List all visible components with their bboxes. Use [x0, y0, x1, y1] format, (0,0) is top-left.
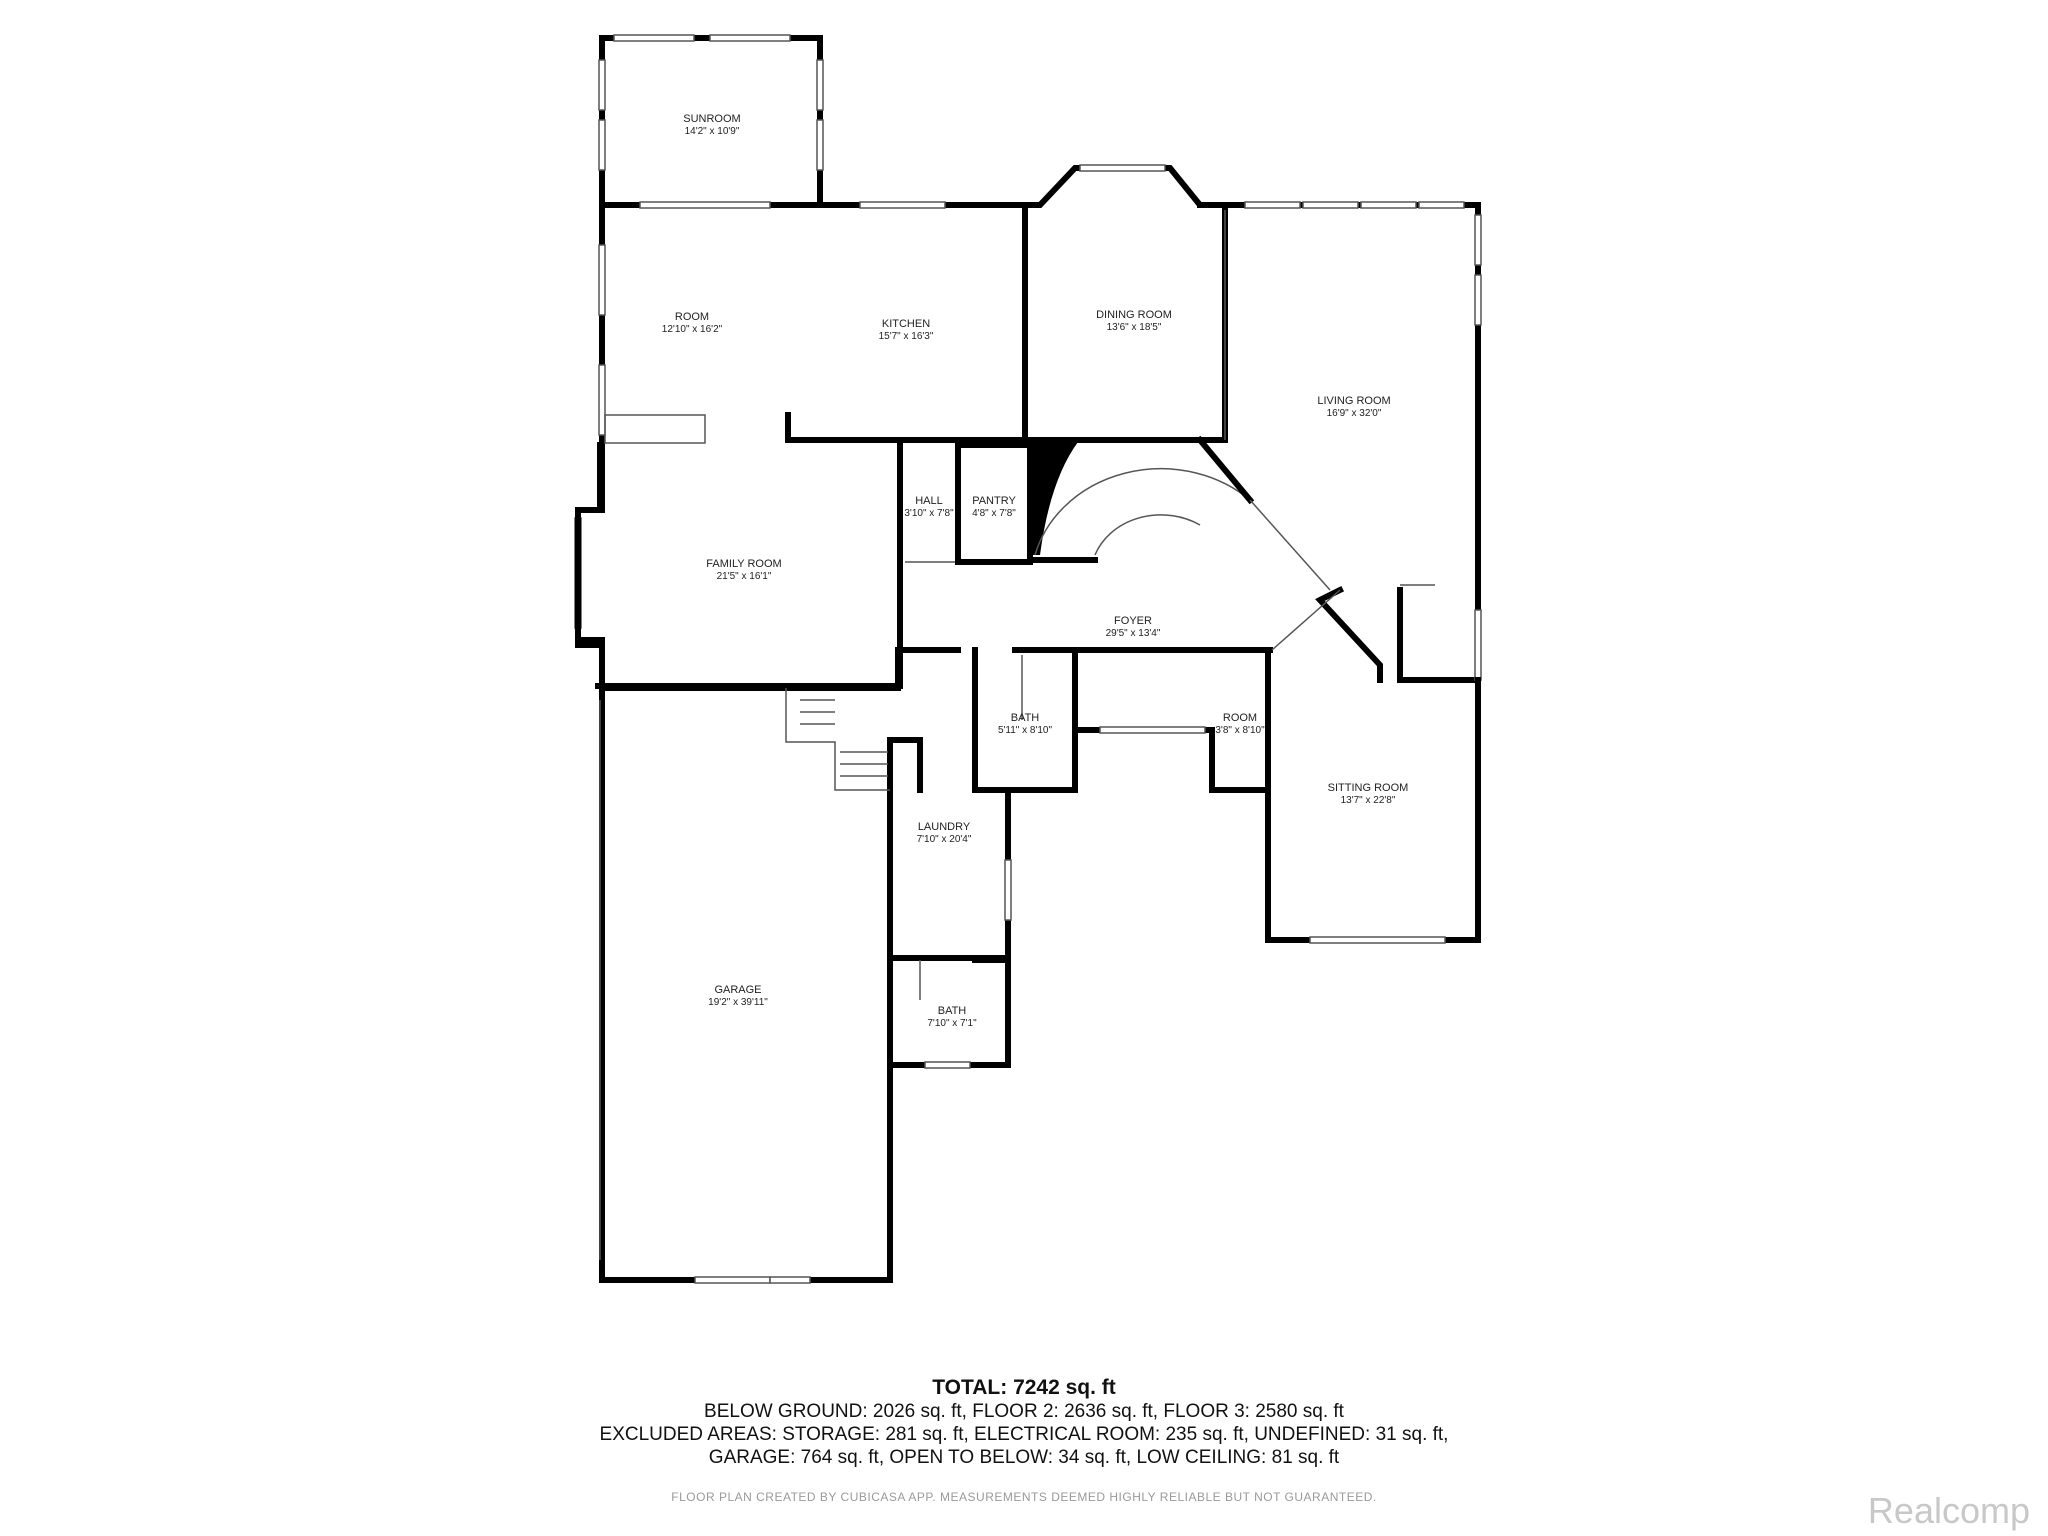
total-area: TOTAL: 7242 sq. ft — [932, 1376, 1116, 1399]
living-room-walls — [1197, 201, 1482, 683]
sunroom-walls — [598, 34, 824, 208]
foyer-walls — [895, 589, 1341, 793]
garage-dim: 19'2" x 39'11" — [708, 997, 768, 1008]
kitchen-dim: 15'7" x 16'3" — [879, 331, 934, 342]
family-room-walls — [575, 442, 901, 691]
sitting-room-dim: 13'7" x 22'8" — [1341, 795, 1396, 806]
area-breakdown-line-2: EXCLUDED AREAS: STORAGE: 281 sq. ft, ELE… — [599, 1424, 1449, 1445]
dining-room-walls — [1022, 164, 1228, 443]
disclaimer: FLOOR PLAN CREATED BY CUBICASA APP. MEAS… — [671, 1490, 1377, 1504]
foyer-dim: 29'5" x 13'4" — [1106, 628, 1161, 639]
foyer-label: FOYER — [1114, 615, 1152, 627]
sitting-room-walls — [1265, 647, 1481, 944]
hall-label: HALL — [915, 495, 943, 507]
kitchen-label: KITCHEN — [882, 318, 930, 330]
room-left-label: ROOM — [675, 311, 709, 323]
bath-lower-label: BATH — [938, 1005, 967, 1017]
area-breakdown-line-1: BELOW GROUND: 2026 sq. ft, FLOOR 2: 2636… — [704, 1401, 1344, 1422]
sitting-room-label: SITTING ROOM — [1328, 782, 1409, 794]
family-room-label: FAMILY ROOM — [706, 558, 781, 570]
room-small-dim: 3'8" x 8'10" — [1215, 725, 1265, 736]
hall-pantry-walls — [897, 437, 1033, 568]
dining-room-dim: 13'6" x 18'5" — [1107, 322, 1162, 333]
sunroom-label: SUNROOM — [683, 113, 740, 125]
room-left-dim: 12'10" x 16'2" — [662, 324, 723, 335]
garage-walls — [599, 685, 893, 1284]
realcomp-watermark: Realcomp — [1867, 1490, 2030, 1531]
hall-dim: 3'10" x 7'8" — [904, 508, 954, 519]
laundry-label: LAUNDRY — [918, 821, 971, 833]
area-breakdown-line-3: GARAGE: 764 sq. ft, OPEN TO BELOW: 34 sq… — [708, 1447, 1340, 1468]
dining-room-label: DINING ROOM — [1096, 309, 1172, 321]
living-room-dim: 16'9" x 32'0" — [1327, 408, 1382, 419]
living-room-label: LIVING ROOM — [1317, 395, 1390, 407]
laundry-dim: 7'10" x 20'4" — [917, 834, 972, 845]
garage-label: GARAGE — [714, 984, 761, 996]
family-room-dim: 21'5" x 16'1" — [717, 571, 772, 582]
pantry-label: PANTRY — [972, 495, 1016, 507]
bath-upper-dim: 5'11" x 8'10" — [998, 725, 1053, 736]
pantry-dim: 4'8" x 7'8" — [972, 508, 1016, 519]
bath-lower-dim: 7'10" x 7'1" — [927, 1018, 977, 1029]
bath-upper-label: BATH — [1011, 712, 1040, 724]
curved-staircase — [1027, 435, 1331, 591]
room-small-label: ROOM — [1223, 712, 1257, 724]
sunroom-dim: 14'2" x 10'9" — [685, 126, 740, 137]
